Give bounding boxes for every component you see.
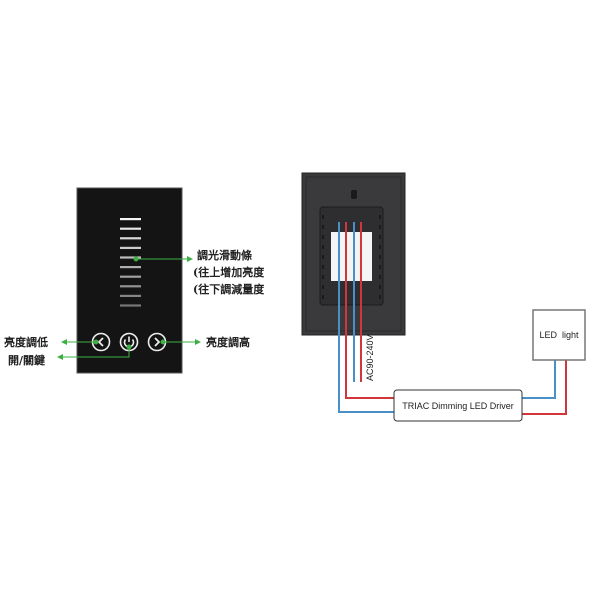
slider-level-bar xyxy=(120,227,141,230)
dimmer-slider[interactable] xyxy=(120,218,141,307)
slider-level-bar xyxy=(120,246,141,249)
vent-slot xyxy=(322,255,324,259)
chevron-left-icon xyxy=(97,337,104,347)
slider-level-bar xyxy=(120,275,141,278)
slider-level-bar xyxy=(120,256,141,259)
slider-level-bar xyxy=(120,266,141,269)
vent-slot xyxy=(322,215,324,219)
vent-slot xyxy=(322,265,324,269)
driver-label: TRIAC Dimming LED Driver xyxy=(402,401,514,411)
led-driver-box: TRIAC Dimming LED Driver xyxy=(393,389,523,422)
vent-slot xyxy=(379,295,381,299)
vent-slot xyxy=(322,285,324,289)
vent-slot xyxy=(379,285,381,289)
voltage-label: AC90-240V xyxy=(365,334,375,381)
dim-up-label: 亮度調高 xyxy=(206,335,250,349)
vent-slot xyxy=(379,215,381,219)
chevron-right-icon xyxy=(154,337,161,347)
vent-slot xyxy=(322,295,324,299)
annotation-arrows xyxy=(57,256,201,360)
vent-slot xyxy=(379,255,381,259)
slider-level-bar xyxy=(120,294,141,297)
vent-slot xyxy=(322,245,324,249)
vent-slot xyxy=(379,245,381,249)
wiring xyxy=(338,222,567,415)
vent-slot xyxy=(379,235,381,239)
vent-slot xyxy=(322,275,324,279)
vent-slot xyxy=(379,225,381,229)
vent-slot xyxy=(322,235,324,239)
dim-down-label: 亮度調低 xyxy=(4,335,48,349)
slider-down-note: (往下調減量度 xyxy=(193,282,265,296)
slider-level-bar xyxy=(120,285,141,288)
vent-slot xyxy=(379,265,381,269)
vent-slot xyxy=(322,225,324,229)
led-label: LED light xyxy=(539,330,579,340)
led-light-box: LED light xyxy=(532,309,586,361)
slider-level-bar xyxy=(120,304,141,307)
slider-level-bar xyxy=(120,237,141,240)
vent-slot xyxy=(379,275,381,279)
power-label: 開/關鍵 xyxy=(8,353,45,367)
slider-level-bar xyxy=(120,218,141,221)
slider-up-note: (往上增加亮度 xyxy=(193,265,265,279)
slider-label: 調光滑動條 xyxy=(197,248,253,262)
